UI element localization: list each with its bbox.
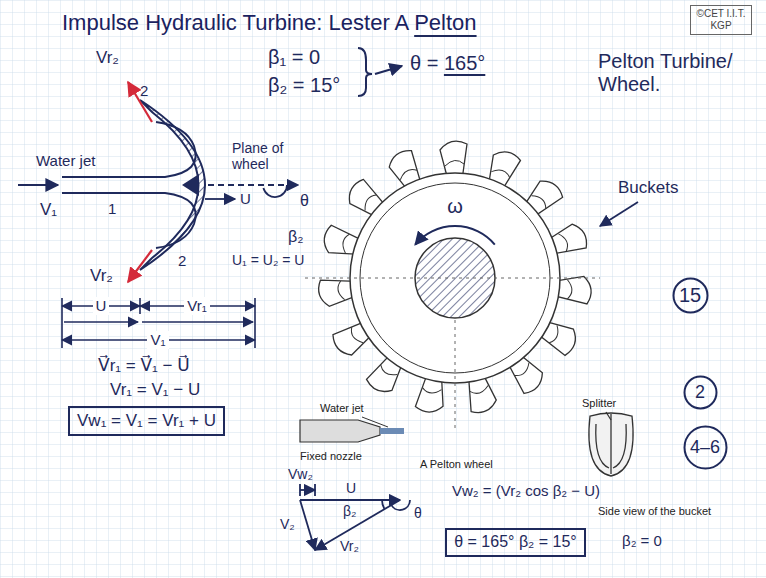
angle-value: β₁ = 0 [268,46,320,69]
leader-arrow [600,202,638,226]
outlet-velocity-triangle [300,500,315,550]
outlet-velocity-triangle [382,500,385,509]
bucket-side-view [589,412,633,476]
relative-velocity-arrow [128,82,152,282]
underline [414,35,476,37]
pelton-wheel [305,278,600,279]
circle-outline [684,376,716,408]
angle-value: β₂ = 0 [622,532,662,549]
slide-title: Impulse Hydraulic Turbine: Lester A Pelt… [62,10,477,35]
brace-arrow [358,48,372,96]
note: Pelton Turbine/ Wheel. [598,50,758,96]
angle-value: θ = 165° [410,52,485,75]
underline [444,74,485,76]
part-label: Water jet [36,152,95,169]
bucket-side-view [606,412,611,420]
relative-velocity-arrow [128,250,152,282]
circled-number: 4–6 [683,425,728,470]
brace-arrow [358,48,402,96]
angle-label: θ [300,192,309,210]
fixed-nozzle [380,428,404,434]
node-text: 15 [679,284,701,307]
fixed-nozzle [362,417,388,427]
outlet-velocity-triangle [300,489,315,491]
part-label: Splitter [582,397,616,410]
dimension-label: U [93,297,110,314]
velocity-label: Vr₂ [340,538,359,554]
angle-label: β₂ [288,228,303,246]
angle-value: β₂ = 15° [268,74,340,97]
plane-of-wheel [205,185,298,199]
leader-arrow [600,202,638,226]
brace-arrow [375,66,402,74]
velocity-label: Vr₂ [96,48,119,68]
node-text: 4–6 [690,437,720,458]
circled-number: 15 [672,277,709,314]
boxed-equation: θ = 165° β₂ = 15° [445,528,586,557]
dimension-label: V₁ [147,331,168,348]
velocity-label: U [240,190,251,207]
circle-outline [684,426,726,468]
velocity-label: U [346,480,356,496]
plane-of-wheel [263,185,287,197]
part-label: Fixed nozzle [300,450,362,463]
fixed-nozzle [300,420,380,442]
water-jet [18,184,58,186]
velocity-label: V₁ [40,200,57,220]
watermark: ©CET I.I.T. KGP [690,5,752,35]
part-label: Buckets [618,178,678,198]
pelton-wheel [415,226,495,245]
velocity-line-diagram [64,321,138,323]
figure-caption: A Pelton wheel [420,458,493,471]
dimension-label: Vr₁ [184,297,210,314]
bucket-side-view [610,414,611,474]
pelton-wheel [455,320,456,428]
relative-velocity-arrow [128,82,152,122]
angle-label: β₂ [343,503,357,519]
part-label: Plane of wheel [232,140,304,172]
circle-outline [673,278,707,312]
equation: Vr₁ = V₁ − U [110,380,200,400]
bucket-side-view [613,424,626,468]
outlet-velocity-triangle [300,499,400,501]
bucket-section [182,174,199,196]
node-text: 2 [695,382,705,403]
equation: V⃗r₁ = V⃗₁ − U⃗ [98,356,190,376]
node-text: Vw₁ = V₁ = Vr₁ + U [77,411,216,431]
water-jet [18,122,196,248]
bucket-side-view [596,424,609,468]
boxed-equation: Vw₁ = V₁ = Vr₁ + U [68,406,225,436]
angular-velocity: ω [447,195,463,218]
outlet-velocity-triangle [391,500,410,510]
equation: U₁ = U₂ = U [232,252,304,268]
velocity-line-diagram [142,321,253,323]
point-number: 2 [140,82,148,99]
velocity-label: Vw₂ [288,466,313,482]
node-text: θ = 165° β₂ = 15° [454,533,577,551]
circled-number: 2 [683,375,718,410]
water-jet [62,193,196,248]
velocity-line-diagram [62,298,255,348]
velocity-label: V₂ [280,516,295,532]
angle-label: θ [414,505,422,521]
point-number: 2 [178,252,186,269]
point-number: 1 [108,200,116,217]
velocity-label: Vr₂ [90,266,113,286]
plane-of-wheel [205,198,235,200]
pelton-wheel [305,141,600,428]
part-label: Water jet [320,402,364,415]
fixed-nozzle [300,417,404,442]
figure-caption: Side view of the bucket [598,505,711,518]
plane-of-wheel [208,184,298,186]
equation: Vw₂ = (Vr₂ cos β₂ − U) [452,482,600,499]
bucket-side-view [589,413,633,476]
